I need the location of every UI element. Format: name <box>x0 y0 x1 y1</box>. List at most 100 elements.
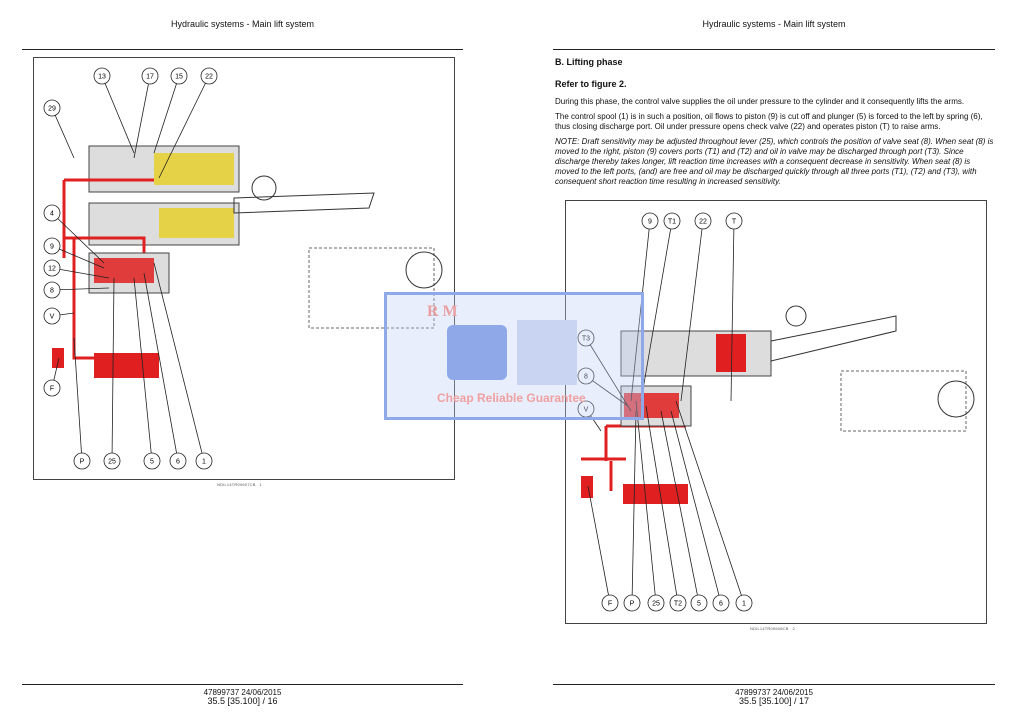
lift-arm <box>233 192 375 214</box>
callout-label: 13 <box>98 74 106 81</box>
callout-circle <box>577 329 595 347</box>
callout-circle <box>690 594 708 612</box>
leader-line <box>153 262 205 462</box>
cylinder-yellow <box>154 153 234 185</box>
callout-circle <box>623 594 641 612</box>
callout-circle <box>577 367 595 385</box>
page-header: Hydraulic systems - Main lift system <box>170 19 315 29</box>
leader-line <box>585 375 629 407</box>
callout-label: T <box>732 219 737 226</box>
leader-line <box>631 410 637 604</box>
callout-circle <box>641 212 659 230</box>
callout-circle <box>43 307 61 325</box>
callout-label: 17 <box>146 74 154 81</box>
header-rule <box>553 49 995 50</box>
callout-circle <box>647 594 665 612</box>
linkage-outline <box>840 370 967 432</box>
callout-label: 9 <box>50 244 54 251</box>
left-page: Hydraulic systems - Main lift system 13 1… <box>22 0 463 723</box>
callout-circle <box>43 259 61 277</box>
callout-circle <box>73 452 91 470</box>
callout-circle <box>43 281 61 299</box>
callout-circle <box>669 594 687 612</box>
callout-circle <box>93 67 111 85</box>
callout-label: T3 <box>582 336 590 343</box>
leader-line <box>585 337 632 412</box>
oil-reservoir <box>94 353 159 378</box>
leader-line <box>645 405 679 604</box>
callout-label: V <box>50 314 55 321</box>
leader-line <box>111 277 115 462</box>
wrench-icon <box>447 325 507 380</box>
callout-label: P <box>630 601 635 608</box>
lift-arm <box>770 315 897 362</box>
callout-circle <box>200 67 218 85</box>
note: NOTE: Draft sensitivity may be adjusted … <box>555 137 994 186</box>
paragraph: During this phase, the control valve sup… <box>555 97 965 106</box>
callout-label: 12 <box>48 266 56 273</box>
callout-label: 6 <box>176 459 180 466</box>
callout-circle <box>725 212 743 230</box>
callout-label: 6 <box>719 601 723 608</box>
section-title: B. Lifting phase <box>555 57 623 67</box>
wheel <box>405 251 443 289</box>
page-header: Hydraulic systems - Main lift system <box>702 19 846 29</box>
callout-label: 1 <box>742 601 746 608</box>
leader-line <box>51 245 105 269</box>
leader-line <box>670 410 722 604</box>
leader-line <box>635 400 657 604</box>
leader-line <box>660 410 700 604</box>
figure-number: 2 <box>792 626 795 631</box>
leader-line <box>51 107 75 159</box>
leader-line <box>730 220 735 402</box>
callout-label: 29 <box>48 106 56 113</box>
callout-circle <box>694 212 712 230</box>
callout-circle <box>712 594 730 612</box>
leader-line <box>73 337 83 462</box>
leader-line <box>133 277 153 462</box>
pivot <box>785 305 807 327</box>
callout-circle <box>43 99 61 117</box>
leader-line <box>51 287 110 291</box>
leader-line <box>143 272 179 462</box>
leader-line <box>158 75 210 179</box>
callout-label: P <box>80 459 85 466</box>
callout-label: F <box>608 601 612 608</box>
leader-line <box>133 75 151 159</box>
watermark-tagline: Cheap Reliable Guarantee <box>437 391 586 405</box>
filter <box>581 476 593 498</box>
callout-circle <box>143 452 161 470</box>
leader-line <box>680 220 704 402</box>
wheel <box>937 380 975 418</box>
callout-circle <box>103 452 121 470</box>
callout-label: 5 <box>150 459 154 466</box>
callout-label: 22 <box>205 74 213 81</box>
callout-label: 22 <box>699 219 707 226</box>
control-valve-oil <box>624 393 679 418</box>
header-rule <box>22 49 463 50</box>
callout-circle <box>43 379 61 397</box>
callout-circle <box>43 237 61 255</box>
figure-caption: NDIL14TR00608CB <box>750 626 789 631</box>
callout-label: 8 <box>584 374 588 381</box>
footer-page: 35.5 [35.100] / 16 <box>207 696 278 706</box>
callout-circle <box>601 594 619 612</box>
callout-label: F <box>50 386 54 393</box>
subtitle: Refer to figure 2. <box>555 79 627 89</box>
callout-circle <box>169 452 187 470</box>
callout-circle <box>195 452 213 470</box>
leader-line <box>630 220 651 402</box>
leader-line <box>675 400 745 604</box>
leader-line <box>640 220 673 402</box>
callout-label: 25 <box>652 601 660 608</box>
leader-line <box>101 75 135 154</box>
cylinder-red <box>716 334 746 372</box>
callout-circle <box>735 594 753 612</box>
document-icon <box>517 320 577 385</box>
leader-line <box>51 212 105 264</box>
footer-doc: 47899737 24/06/2015 <box>735 688 813 697</box>
callout-label: 15 <box>175 74 183 81</box>
